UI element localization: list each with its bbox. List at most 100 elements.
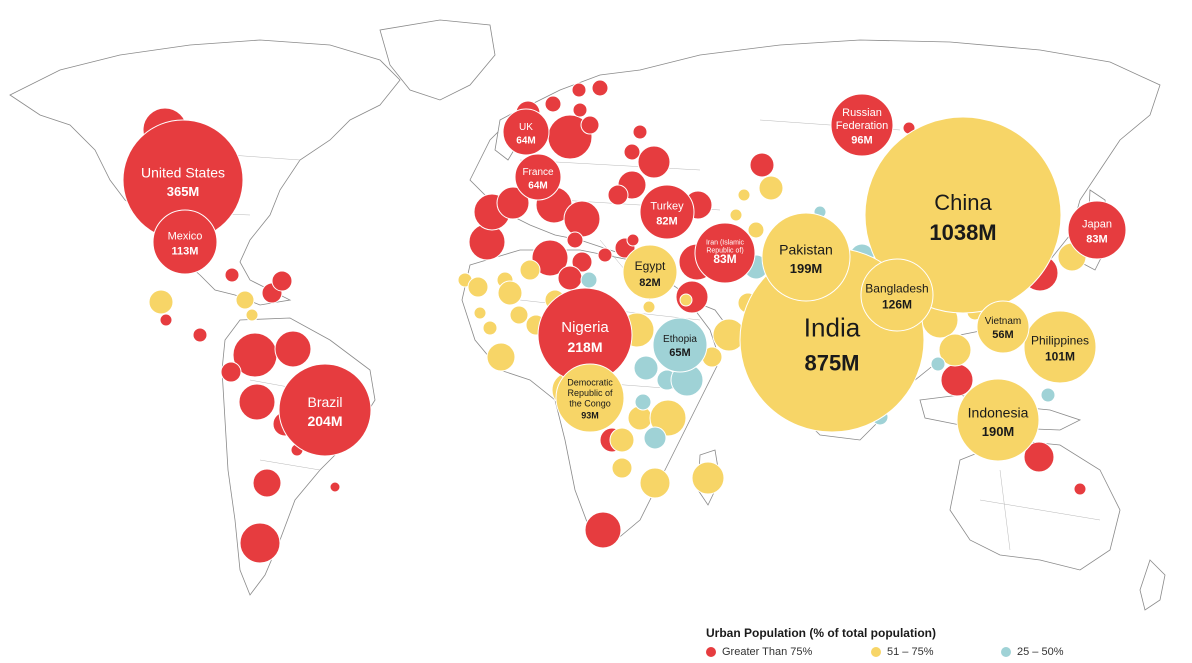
legend-swatch-high <box>706 647 716 657</box>
legend-label-low: 25 – 50% <box>1017 646 1064 658</box>
country-bubble-high <box>563 200 601 238</box>
country-value-ethiopia: 65M <box>669 347 690 359</box>
country-bubble-high <box>572 102 588 118</box>
country-bubble-high <box>496 186 530 220</box>
country-bubble-high <box>632 124 648 140</box>
country-bubble-high <box>159 313 173 327</box>
country-bubble-mid <box>611 457 633 479</box>
country-name-philippines: Philippines <box>1031 333 1089 347</box>
country-circle-dr-congo <box>555 363 625 433</box>
legend-swatch-mid <box>871 647 881 657</box>
country-circle-france <box>514 153 562 201</box>
country-value-mexico: 113M <box>172 245 199 257</box>
country-bubble-high <box>238 383 276 421</box>
country-bubble-high <box>591 79 609 97</box>
country-bubble-high <box>252 468 282 498</box>
country-bubble-mid <box>245 308 259 322</box>
country-bubble-high <box>584 511 622 549</box>
country-bubble-mid <box>729 208 743 222</box>
country-bubble-mid <box>148 289 174 315</box>
country-circle-egypt <box>622 244 678 300</box>
country-value-pakistan: 199M <box>790 261 823 276</box>
country-circle-vietnam <box>976 300 1030 354</box>
country-value-france: 64M <box>528 180 547 191</box>
country-bubble-mid <box>609 427 635 453</box>
legend-label-high: Greater Than 75% <box>722 646 813 658</box>
new-zealand-landmass <box>1139 559 1166 611</box>
country-bubble-philippines: Philippines 101M <box>1023 310 1097 384</box>
country-bubble-high <box>1023 441 1055 473</box>
legend-label-mid: 51 – 75% <box>887 646 934 658</box>
country-bubble-high <box>557 265 583 291</box>
country-bubble-vietnam: Vietnam 56M <box>976 300 1030 354</box>
greenland-landmass <box>379 19 496 101</box>
country-name-vietnam: Vietnam <box>985 316 1022 327</box>
country-bubble-high <box>571 251 593 273</box>
country-bubble-mid <box>519 259 541 281</box>
country-value-china: 1038M <box>929 220 996 245</box>
country-bubble-low <box>643 426 667 450</box>
country-circle-bangladesh <box>860 258 934 332</box>
country-bubble-high <box>224 267 240 283</box>
country-circle-ethiopia <box>652 317 708 373</box>
country-bubble-mid <box>235 290 255 310</box>
country-bubble-mid <box>497 280 523 306</box>
legend-swatch-low <box>1001 647 1011 657</box>
country-bubble-high <box>566 231 584 249</box>
country-name-turkey: Turkey <box>650 201 684 213</box>
country-value-japan: 83M <box>1086 233 1107 245</box>
country-bubble-low <box>580 271 598 289</box>
country-bubble-mid <box>467 276 489 298</box>
country-bubble-high <box>1073 482 1087 496</box>
legend-title: Urban Population (% of total population) <box>706 626 936 640</box>
country-value-egypt: 82M <box>639 277 660 289</box>
country-bubble-mid <box>649 399 687 437</box>
country-bubble-mid <box>758 175 784 201</box>
country-value-iran: 83M <box>713 252 736 266</box>
country-bubble-mid <box>486 342 516 372</box>
country-bubble-mid <box>679 293 693 307</box>
country-bubble-mid <box>482 320 498 336</box>
australia-landmass <box>949 439 1121 571</box>
country-bubble-high <box>544 95 562 113</box>
country-name-united-states: United States <box>141 164 225 180</box>
country-circle-philippines <box>1023 310 1097 384</box>
country-bubble-high <box>192 327 208 343</box>
country-circle-pakistan <box>761 212 851 302</box>
country-bubble-mid <box>938 333 972 367</box>
country-bubble-high <box>623 143 641 161</box>
legend-item-low: 25 – 50% <box>1001 646 1063 658</box>
country-bubble-low <box>634 393 652 411</box>
country-bubble-high <box>329 481 341 493</box>
legend-item-mid: 51 – 75% <box>871 646 1001 658</box>
country-value-vietnam: 56M <box>992 329 1013 341</box>
country-circle-uk <box>502 108 550 156</box>
country-bubble-high <box>637 145 671 179</box>
country-bubble-high <box>580 115 600 135</box>
country-name-uk: UK <box>519 122 533 133</box>
country-value-philippines: 101M <box>1045 350 1075 364</box>
country-circle-indonesia <box>956 378 1040 462</box>
country-bubble-mid <box>691 461 725 495</box>
legend-items: Greater Than 75% 51 – 75% 25 – 50% <box>706 646 1176 658</box>
country-circle-brazil <box>278 363 372 457</box>
country-bubble-uk: UK 64M <box>502 108 550 156</box>
country-name-china: China <box>934 190 992 215</box>
country-bubble-high <box>749 152 775 178</box>
country-name-indonesia: Indonesia <box>968 404 1029 420</box>
unlabeled-country-bubbles <box>142 79 1087 564</box>
country-bubble-high <box>271 270 293 292</box>
country-value-uk: 64M <box>516 135 535 146</box>
country-bubble-mid <box>737 188 751 202</box>
